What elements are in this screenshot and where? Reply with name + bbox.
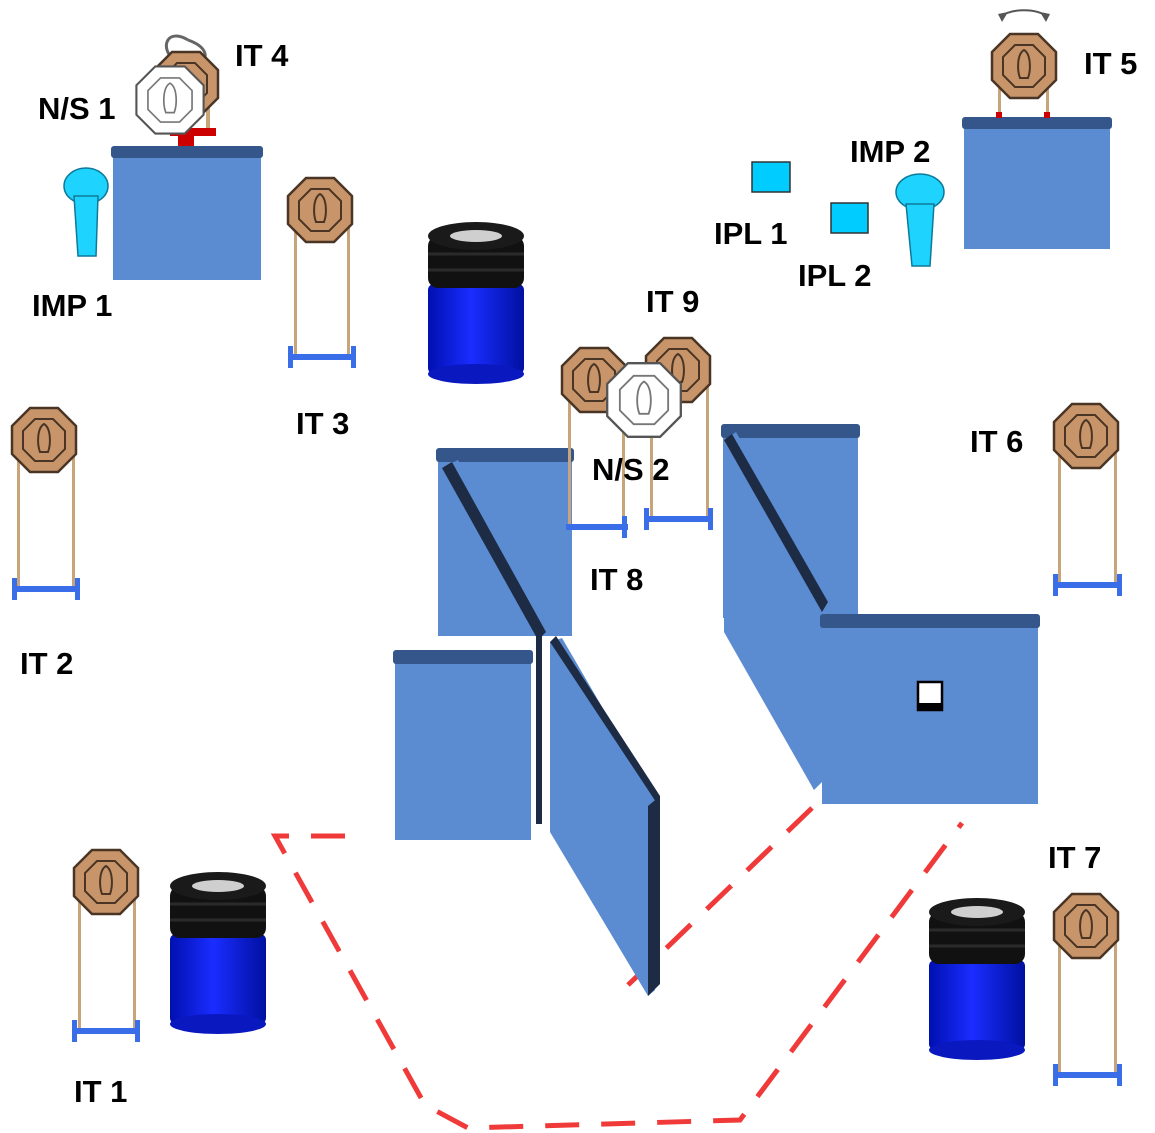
label-ipl1: IPL 1 bbox=[714, 216, 788, 251]
it2-target bbox=[10, 406, 80, 600]
it9-target-right bbox=[644, 336, 713, 530]
label-it3: IT 3 bbox=[296, 406, 349, 441]
it5-target bbox=[990, 32, 1058, 118]
it7-target bbox=[1052, 892, 1122, 1086]
wall-left-upper bbox=[436, 448, 574, 636]
label-imp1: IMP 1 bbox=[32, 288, 112, 323]
label-it1: IT 1 bbox=[74, 1074, 127, 1109]
imp2-popper bbox=[895, 173, 945, 267]
barrel-icon-bottom-right bbox=[927, 896, 1027, 1062]
label-it8: IT 8 bbox=[590, 562, 643, 597]
ns2-target bbox=[606, 362, 682, 438]
label-it7: IT 7 bbox=[1048, 840, 1101, 875]
label-ns1: N/S 1 bbox=[38, 91, 116, 126]
wall-center-post bbox=[536, 628, 542, 824]
label-ns2: N/S 2 bbox=[592, 452, 670, 487]
label-it9: IT 9 bbox=[646, 284, 699, 319]
ipl1-plate bbox=[751, 161, 791, 193]
wall-left-diagonal bbox=[442, 460, 552, 640]
barrel-icon-top bbox=[426, 220, 526, 386]
it9-target-left bbox=[560, 346, 628, 538]
ns1-target bbox=[135, 65, 205, 135]
wall-left-lower bbox=[393, 650, 533, 840]
ipl2-plate bbox=[830, 202, 869, 234]
label-it5: IT 5 bbox=[1084, 46, 1137, 81]
wall-right-diagonal bbox=[724, 432, 830, 790]
it3-target bbox=[286, 176, 356, 368]
it1-target bbox=[72, 848, 140, 1042]
activator-icon bbox=[170, 128, 216, 136]
label-it4: IT 4 bbox=[235, 38, 289, 73]
label-it2: IT 2 bbox=[20, 646, 73, 681]
fault-line bbox=[270, 806, 965, 1131]
label-imp2: IMP 2 bbox=[850, 134, 930, 169]
imp1-popper bbox=[63, 167, 109, 257]
wall-top-left bbox=[111, 146, 263, 280]
label-ipl2: IPL 2 bbox=[798, 258, 872, 293]
it6-target bbox=[1052, 402, 1122, 596]
wall-right-box bbox=[820, 614, 1040, 804]
wall-center-diagonal bbox=[550, 636, 660, 996]
barrel-icon-bottom-left bbox=[168, 870, 268, 1036]
wall-top-right bbox=[962, 117, 1112, 249]
label-it6: IT 6 bbox=[970, 424, 1023, 459]
swing-arrow-icon-it5 bbox=[998, 9, 1050, 22]
